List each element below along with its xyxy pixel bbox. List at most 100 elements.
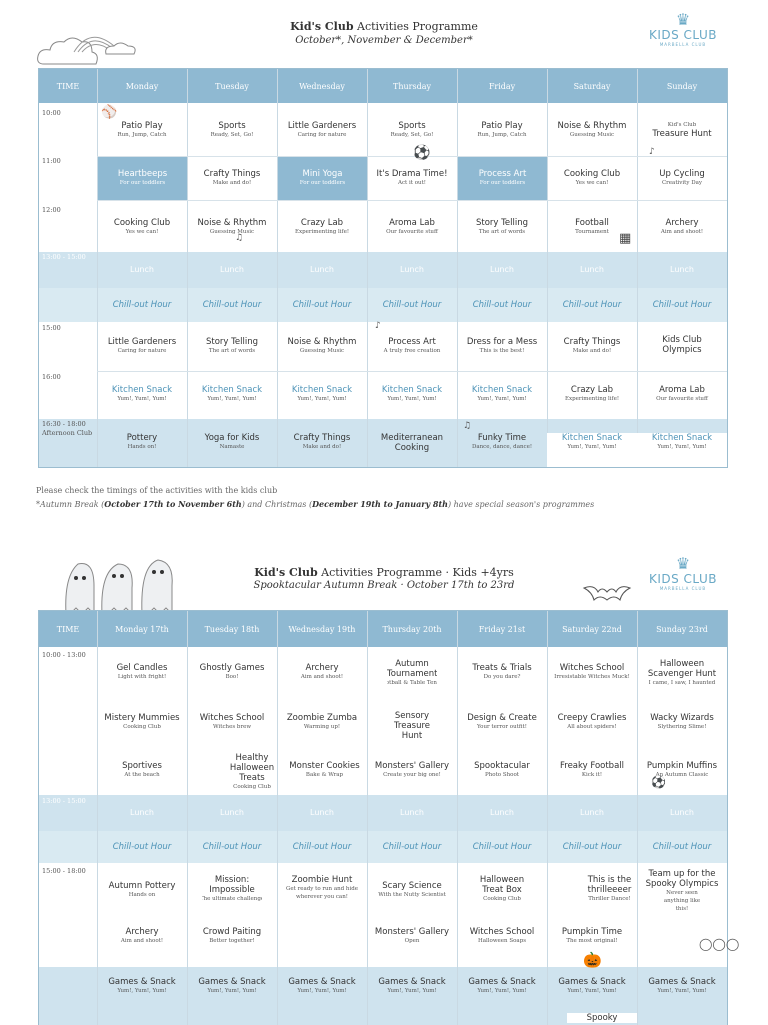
chill-label: Chill-out Hour (112, 300, 172, 310)
chill-band (39, 831, 727, 863)
spooky-fragment: Spooky (567, 1013, 637, 1023)
chill-label: Chill-out Hour (112, 842, 172, 852)
kids-club-logo: ♛ KIDS CLUB MARBELLA CLUB (648, 554, 718, 592)
lunch-label: Lunch (310, 265, 334, 274)
chill-label: Chill-out Hour (472, 842, 532, 852)
chill-label: Chill-out Hour (472, 300, 532, 310)
music-note-icon: ♪ (649, 147, 655, 157)
chill-label: Chill-out Hour (202, 842, 262, 852)
time-label: 10:00 (42, 109, 61, 117)
lunch-label: Lunch (130, 265, 154, 274)
time-label: 16:00 (42, 373, 61, 381)
music-note-icon: ♪ (375, 321, 381, 331)
chill-label: Chill-out Hour (562, 300, 622, 310)
highlight-cell (458, 156, 547, 200)
lunch-label: Lunch (130, 808, 154, 817)
chill-label: Chill-out Hour (382, 842, 442, 852)
lunch-label: Lunch (670, 808, 694, 817)
time-label: 13:00 - 15:00 (42, 797, 86, 805)
lunch-label: Lunch (310, 808, 334, 817)
note-line: Please check the timings of the activiti… (36, 486, 278, 495)
time-label: 10:00 - 13:00 (42, 651, 86, 659)
day-header: Saturday 22nd (562, 624, 622, 634)
chill-label: Chill-out Hour (562, 842, 622, 852)
lunch-label: Lunch (580, 265, 604, 274)
lunch-band (39, 795, 727, 831)
chill-label: Chill-out Hour (652, 842, 712, 852)
ball-icon: ⚾ (101, 105, 118, 120)
chill-label: Chill-out Hour (382, 300, 442, 310)
day-header: Wednesday (299, 81, 345, 91)
lunch-label: Lunch (580, 808, 604, 817)
pumpkin-icon: 🎃 (583, 951, 602, 969)
time-label: 16:30 - 18:00 (42, 420, 86, 428)
lunch-label: Lunch (220, 808, 244, 817)
lunch-band (39, 252, 727, 288)
cloud-rainbow-illustration (37, 36, 136, 65)
chill-band (39, 288, 727, 322)
lunch-label: Lunch (400, 265, 424, 274)
olympic-rings-icon: ◯◯◯ (699, 937, 740, 951)
ghosts-illustration (65, 559, 173, 616)
activity-cell: Autumn TournamentFootball & Table Tennis (387, 659, 437, 686)
ball-icon: ⚽ (651, 775, 666, 789)
music-note-icon: ♫ (463, 421, 472, 431)
chill-label: Chill-out Hour (652, 300, 712, 310)
activity-cell: Sensory Treasure Hunt (393, 711, 431, 741)
lunch-label: Lunch (220, 265, 244, 274)
note-line-seasons: *Autumn Break (October 17th to November … (36, 499, 595, 509)
crown-icon: ♛ (675, 554, 691, 573)
highlight-cell (98, 156, 187, 200)
day-header: Tuesday 18th (204, 624, 260, 634)
chill-label: Chill-out Hour (292, 842, 352, 852)
page-title-halloween: Kid's Club Activities Programme · Kids +… (254, 566, 514, 579)
music-note-icon: ♫ (235, 233, 244, 243)
page-subtitle: October*, November & December* (295, 35, 473, 46)
bat-icon (582, 586, 632, 601)
highlight-cell (278, 156, 367, 200)
time-header: TIME (56, 624, 80, 634)
day-header: Friday (488, 81, 516, 91)
page-subtitle-halloween: Spooktacular Autumn Break · October 17th… (253, 580, 515, 591)
